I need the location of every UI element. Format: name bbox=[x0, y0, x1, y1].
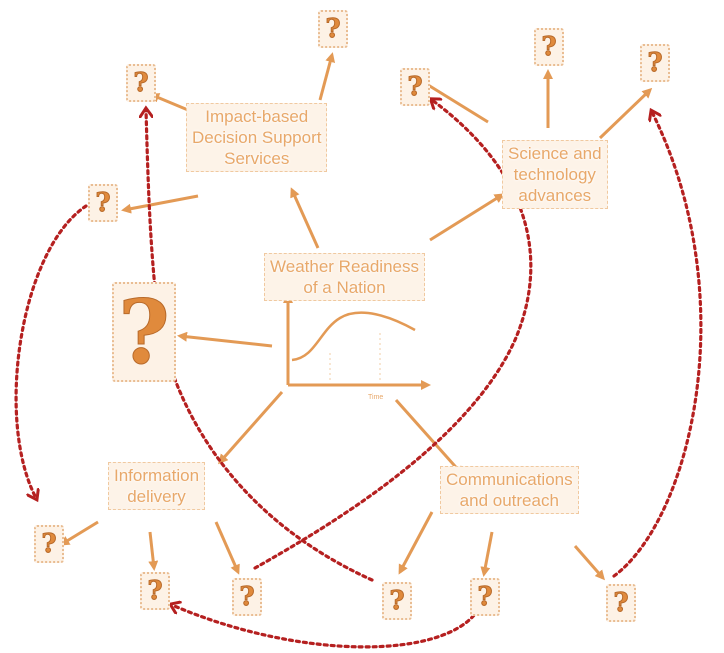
dotted-arrow-q12-to-q9 bbox=[172, 605, 480, 649]
question-node-large: ? bbox=[112, 282, 176, 382]
question-node-7: ? bbox=[640, 44, 670, 82]
readiness-graph bbox=[283, 293, 431, 390]
arrow-comms-to-q11 bbox=[398, 511, 434, 575]
question-node-13: ? bbox=[606, 584, 636, 622]
arrow-science-to-q7 bbox=[598, 87, 653, 140]
node-impact-text: Impact-based Decision Support Services bbox=[192, 107, 322, 168]
arrow-center-to-impact bbox=[290, 187, 320, 249]
arrow-center-to-comms bbox=[394, 399, 464, 477]
arrow-science-to-q5 bbox=[417, 78, 489, 124]
arrow-center-to-info bbox=[218, 391, 284, 465]
graph-curve bbox=[291, 311, 416, 362]
question-node-3: ? bbox=[88, 184, 118, 222]
arrow-center-to-bigq bbox=[177, 331, 273, 348]
node-impact: Impact-based Decision Support Services bbox=[186, 103, 328, 172]
arrow-to-q13 bbox=[573, 545, 605, 581]
question-node-11: ? bbox=[382, 582, 412, 620]
question-node-9: ? bbox=[140, 572, 170, 610]
question-node-6: ? bbox=[534, 28, 564, 66]
question-node-2: ? bbox=[318, 10, 348, 48]
arrow-to-q8 bbox=[59, 520, 99, 546]
question-node-5: ? bbox=[400, 68, 430, 106]
center-label: Weather Readiness of a Nation bbox=[264, 253, 425, 301]
node-info-text: Information delivery bbox=[114, 466, 200, 506]
arrow-info-to-q10 bbox=[214, 521, 240, 575]
node-info: Information delivery bbox=[108, 462, 206, 510]
node-science: Science and technology advances bbox=[502, 140, 608, 209]
dotted-arrow-q3-to-q8 bbox=[14, 204, 88, 498]
question-node-10: ? bbox=[232, 578, 262, 616]
node-comms: Communications and outreach bbox=[440, 466, 579, 514]
question-node-8: ? bbox=[34, 525, 64, 563]
question-node-12: ? bbox=[470, 578, 500, 616]
question-node-1: ? bbox=[126, 64, 156, 102]
dotted-arrow-q13-to-q7 bbox=[612, 112, 703, 578]
arrow-center-to-science bbox=[429, 193, 505, 242]
graph-time-label: Time bbox=[368, 394, 384, 401]
arrow-impact-to-q2 bbox=[318, 52, 336, 101]
arrow-info-to-q9 bbox=[148, 531, 159, 571]
center-label-text: Weather Readiness of a Nation bbox=[270, 257, 419, 297]
arrow-to-q3 bbox=[121, 194, 199, 214]
node-comms-text: Communications and outreach bbox=[446, 470, 573, 510]
node-science-text: Science and technology advances bbox=[508, 144, 602, 205]
arrow-comms-to-q12 bbox=[480, 531, 494, 577]
